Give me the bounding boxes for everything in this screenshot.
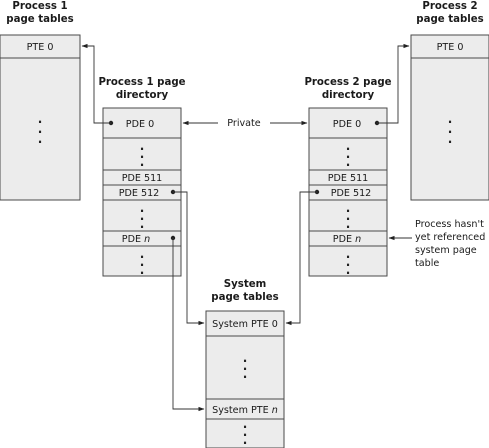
process2-dir-title-line1: Process 2 page: [304, 77, 391, 88]
process2-pde0-label: PDE 0: [333, 119, 361, 130]
system-pten-label: System PTE n: [212, 405, 278, 416]
svg-text:.: .: [38, 122, 43, 136]
unreferenced-note: Process hasn't yet referenced system pag…: [415, 219, 485, 269]
process1-dir-ellipsis-2: . . .: [140, 201, 145, 231]
system-tables-title-line2: page tables: [211, 292, 278, 303]
svg-text:yet referenced: yet referenced: [415, 232, 485, 243]
svg-text:.: .: [140, 147, 145, 161]
svg-text:.: .: [38, 132, 43, 146]
process2-dir-ellipsis-1: . . .: [346, 139, 351, 169]
arrow-p1-pde512-to-system-pte0: [173, 191, 205, 326]
svg-text:.: .: [346, 255, 351, 269]
arrow-p2-pde0-to-p2-pte0: [377, 43, 410, 124]
arrow-p1-pde0-to-p1-pte0: [81, 43, 111, 124]
system-pte0-label: System PTE 0: [212, 319, 278, 330]
process1-dir-ellipsis-3: . . .: [140, 247, 145, 277]
svg-text:.: .: [243, 417, 248, 431]
process1-dir-title-line2: directory: [116, 90, 169, 101]
svg-text:.: .: [346, 263, 351, 277]
process2-tables-box: [410, 34, 489, 201]
svg-text:.: .: [140, 209, 145, 223]
svg-text:.: .: [346, 201, 351, 215]
svg-text:.: .: [346, 217, 351, 231]
process2-dir-ellipsis-2: . . .: [346, 201, 351, 231]
system-tables-ellipsis-1: . . .: [243, 351, 248, 381]
process1-page-directory: Process 1 page directory PDE 0 . . . PDE…: [98, 77, 185, 277]
process2-dir-box: [308, 107, 388, 277]
process2-tables-ellipsis: . . .: [448, 112, 453, 146]
svg-text:system page: system page: [415, 245, 477, 256]
svg-text:.: .: [448, 112, 453, 126]
process2-pte0-label: PTE 0: [437, 42, 464, 53]
svg-text:Process hasn't: Process hasn't: [415, 219, 484, 230]
svg-text:.: .: [243, 425, 248, 439]
process1-tables-ellipsis: . . .: [38, 112, 43, 146]
private-label: Private: [227, 118, 261, 129]
process1-tables-title-line1: Process 1: [12, 1, 67, 12]
svg-text:.: .: [448, 132, 453, 146]
process2-tables-title-line1: Process 2: [422, 1, 477, 12]
svg-text:.: .: [140, 201, 145, 215]
system-tables-ellipsis-2: . . .: [243, 417, 248, 447]
svg-text:.: .: [346, 139, 351, 153]
svg-text:.: .: [38, 112, 43, 126]
svg-text:.: .: [140, 263, 145, 277]
svg-text:.: .: [346, 247, 351, 261]
svg-text:.: .: [140, 217, 145, 231]
arrow-p2-pde512-to-system-pte0: [285, 191, 317, 326]
process2-page-tables: Process 2 page tables PTE 0 . . .: [410, 1, 489, 201]
process1-tables-box: [0, 34, 81, 201]
svg-text:.: .: [140, 139, 145, 153]
process1-pde511-label: PDE 511: [122, 173, 163, 184]
process1-pden-label: PDE n: [122, 234, 150, 245]
process1-dir-title-line1: Process 1 page: [98, 77, 185, 88]
arrow-p1-pden-to-system-pten: [172, 238, 205, 412]
svg-text:.: .: [346, 147, 351, 161]
svg-text:.: .: [448, 122, 453, 136]
system-tables-title-line1: System: [224, 279, 266, 290]
system-tables-box: [205, 310, 285, 448]
svg-text:.: .: [243, 359, 248, 373]
process1-page-tables: Process 1 page tables PTE 0 . . .: [0, 1, 81, 201]
process2-tables-title-line2: page tables: [416, 14, 483, 25]
process2-dir-ellipsis-3: . . .: [346, 247, 351, 277]
svg-text:.: .: [140, 255, 145, 269]
svg-text:.: .: [243, 351, 248, 365]
process1-pde0-label: PDE 0: [126, 119, 154, 130]
svg-text:.: .: [243, 433, 248, 447]
system-page-tables: System page tables System PTE 0 . . . Sy…: [205, 279, 285, 448]
process2-dir-title-line2: directory: [322, 90, 375, 101]
process2-pden-label: PDE n: [333, 234, 361, 245]
svg-text:.: .: [346, 209, 351, 223]
process1-pde512-label: PDE 512: [119, 188, 160, 199]
svg-text:.: .: [140, 155, 145, 169]
svg-text:.: .: [140, 247, 145, 261]
process2-page-directory: Process 2 page directory PDE 0 . . . PDE…: [304, 77, 391, 277]
process1-pte0-label: PTE 0: [27, 42, 54, 53]
svg-text:table: table: [415, 258, 439, 269]
process2-pde512-label: PDE 512: [331, 188, 372, 199]
process1-tables-title-line2: page tables: [6, 14, 73, 25]
svg-text:.: .: [346, 155, 351, 169]
process1-dir-box: [102, 107, 182, 277]
process1-dir-ellipsis-1: . . .: [140, 139, 145, 169]
svg-text:.: .: [243, 367, 248, 381]
process2-pde511-label: PDE 511: [328, 173, 369, 184]
